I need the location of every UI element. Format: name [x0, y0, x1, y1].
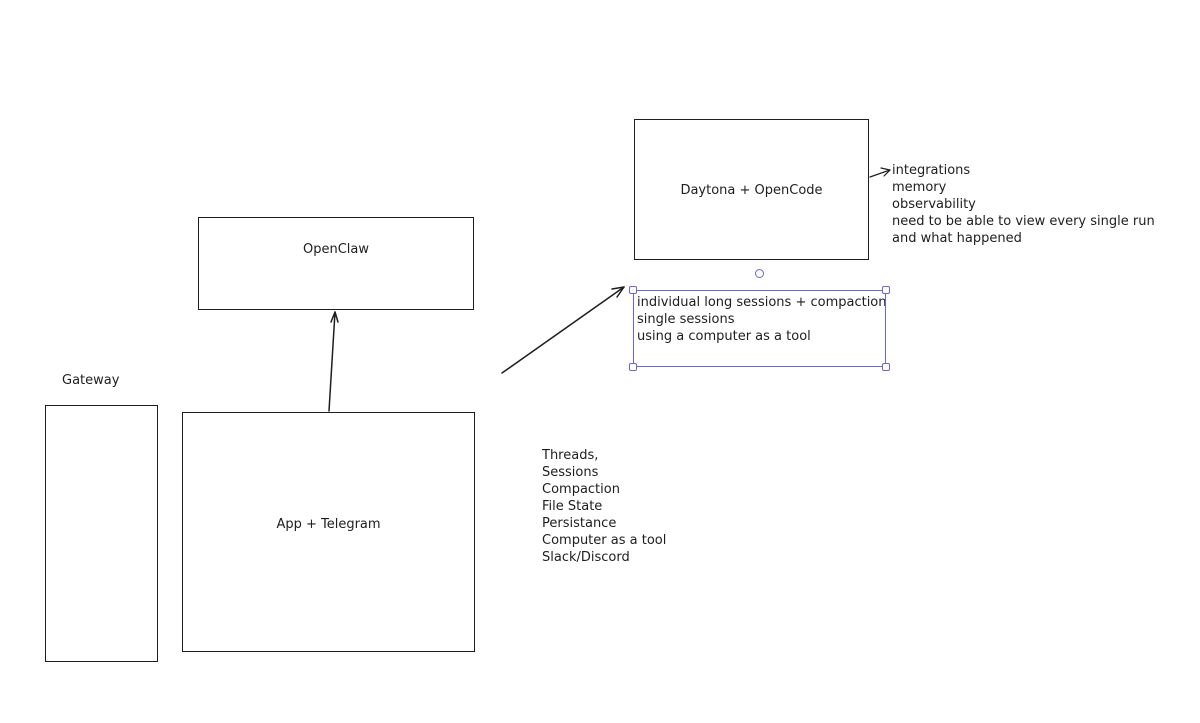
- gateway-label[interactable]: Gateway: [62, 373, 120, 388]
- features-note-line: Persistance: [542, 516, 617, 531]
- sessions-note-line: single sessions: [637, 312, 735, 327]
- rotate-handle[interactable]: [755, 269, 764, 278]
- arrow-to-integrations[interactable]: [869, 167, 891, 178]
- daytona-opencode-box[interactable]: Daytona + OpenCode: [634, 119, 869, 260]
- openclaw-label: OpenClaw: [302, 242, 369, 257]
- features-note-line: Compaction: [542, 482, 620, 497]
- resize-handle-top-left[interactable]: [629, 286, 637, 294]
- resize-handle-top-right[interactable]: [882, 286, 890, 294]
- features-note-line: Slack/Discord: [542, 550, 630, 565]
- resize-handle-bottom-left[interactable]: [629, 363, 637, 371]
- app-telegram-box[interactable]: App + Telegram: [182, 412, 475, 652]
- daytona-side-note-line: observability: [892, 197, 976, 212]
- daytona-side-note[interactable]: integrations memory observability need t…: [892, 162, 1155, 247]
- daytona-side-note-line: and what happened: [892, 231, 1022, 246]
- app-telegram-label: App + Telegram: [276, 517, 381, 532]
- features-note-line: Threads,: [542, 448, 599, 463]
- sessions-note[interactable]: individual long sessions + compaction si…: [637, 294, 887, 345]
- openclaw-box[interactable]: OpenClaw: [198, 217, 474, 310]
- arrow-to-sessions[interactable]: [501, 286, 625, 374]
- features-note-line: File State: [542, 499, 603, 514]
- daytona-side-note-line: memory: [892, 180, 947, 195]
- features-note[interactable]: Threads, Sessions Compaction File State …: [542, 447, 666, 566]
- sessions-note-line: using a computer as a tool: [637, 329, 811, 344]
- daytona-side-note-line: integrations: [892, 163, 971, 178]
- selection-frame: [633, 290, 886, 367]
- daytona-opencode-label: Daytona + OpenCode: [680, 183, 823, 198]
- arrow-app-to-openclaw[interactable]: [328, 311, 339, 412]
- sessions-note-line: individual long sessions + compaction: [637, 295, 887, 310]
- daytona-side-note-line: need to be able to view every single run: [892, 214, 1155, 229]
- features-note-line: Sessions: [542, 465, 599, 480]
- resize-handle-bottom-right[interactable]: [882, 363, 890, 371]
- features-note-line: Computer as a tool: [542, 533, 667, 548]
- gateway-box[interactable]: [45, 405, 158, 662]
